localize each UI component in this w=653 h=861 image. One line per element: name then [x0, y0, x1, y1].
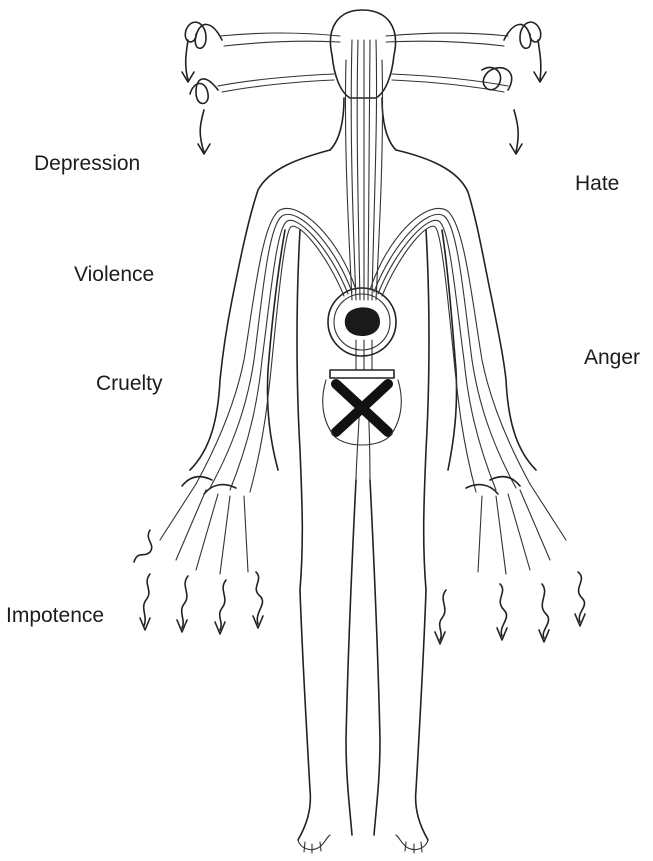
- label-depression: Depression: [34, 152, 140, 176]
- label-cruelty: Cruelty: [96, 372, 163, 396]
- label-violence: Violence: [74, 263, 154, 287]
- label-impotence: Impotence: [6, 604, 104, 628]
- label-anger: Anger: [584, 346, 640, 370]
- finger-energy-streams: [134, 484, 585, 644]
- body-outline: [190, 10, 536, 853]
- center-chakra: [323, 288, 402, 445]
- label-hate: Hate: [575, 172, 619, 196]
